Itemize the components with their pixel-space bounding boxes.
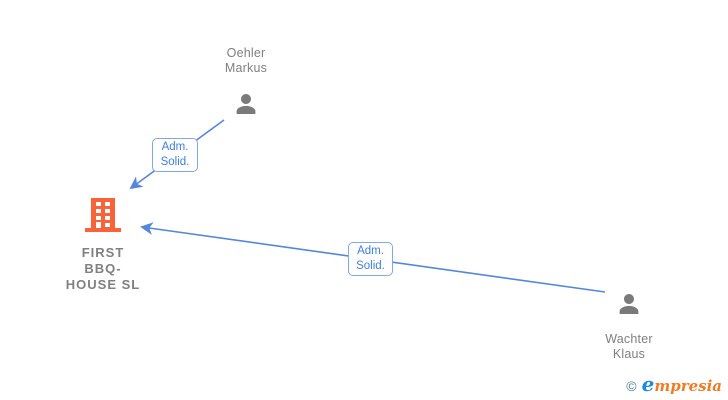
node-company-first-bbq-house-sl[interactable]: FIRST BBQ- HOUSE SL: [48, 197, 158, 293]
person-icon: [231, 89, 261, 124]
edge-label-adm-solid-1: Adm. Solid.: [152, 138, 198, 172]
building-icon: [84, 197, 122, 238]
node-person-wachter-klaus[interactable]: Wachter Klaus: [587, 289, 671, 362]
brand-name: mpresia: [654, 377, 722, 395]
person-name-label: Oehler Markus: [224, 46, 268, 75]
brand-initial: e: [641, 372, 655, 396]
copyright-icon: ©: [626, 378, 637, 394]
person-icon: [614, 289, 644, 324]
node-person-oehler-markus[interactable]: Oehler Markus: [204, 46, 288, 124]
edge-label-adm-solid-2: Adm. Solid.: [348, 242, 393, 276]
empresia-logo[interactable]: © e mpresia: [626, 372, 722, 396]
company-name-label: FIRST BBQ- HOUSE SL: [65, 245, 141, 292]
person-name-label: Wachter Klaus: [605, 332, 653, 361]
